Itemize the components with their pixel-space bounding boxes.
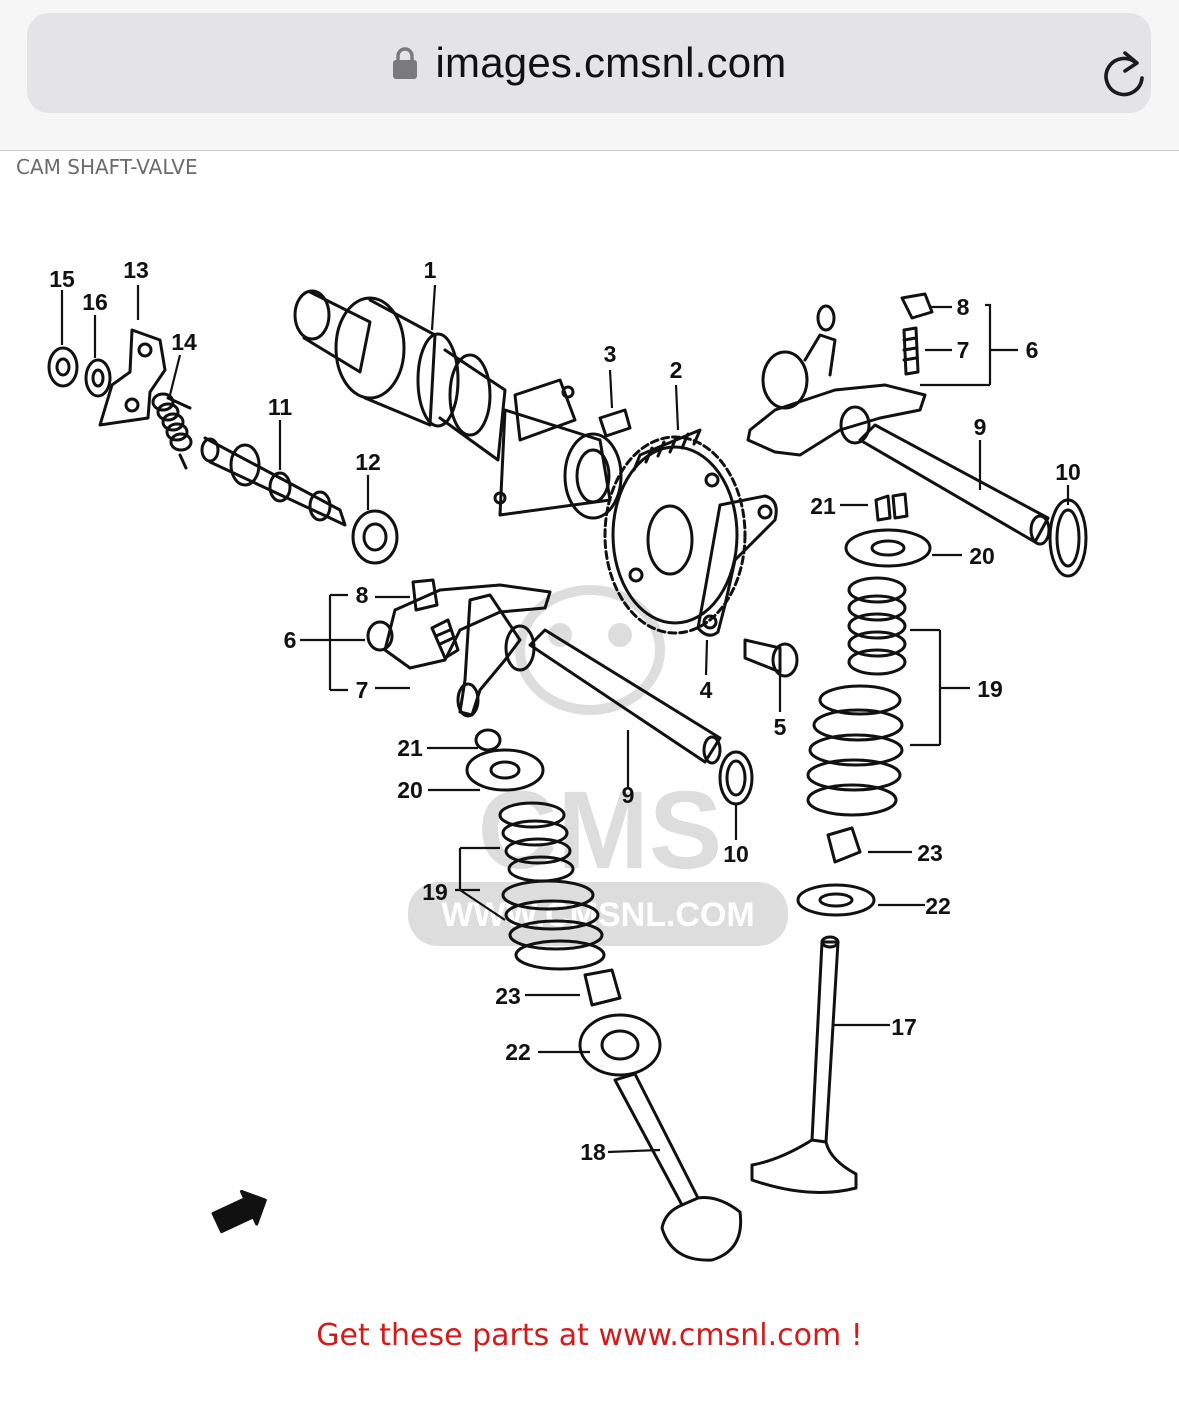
cotters-upper	[874, 492, 909, 522]
spring-seat-lower	[578, 1013, 662, 1077]
callout-10: 10	[1055, 459, 1081, 485]
valve-stem-seal-upper	[826, 826, 862, 864]
callout-5: 5	[774, 714, 787, 740]
callout-17: 17	[891, 1014, 917, 1040]
page-title: CAM SHAFT-VALVE	[16, 155, 198, 179]
tappet-adjust-nut-upper	[900, 292, 934, 320]
callout-7-lower: 7	[356, 677, 369, 703]
callout-7: 7	[957, 337, 970, 363]
rocker-shaft-o-ring-upper	[1048, 498, 1088, 578]
cotters-lower	[474, 728, 502, 752]
decomp-spring	[151, 392, 193, 470]
lever-washer	[84, 358, 112, 398]
callout-22-upper: 22	[925, 893, 951, 919]
callout-15: 15	[49, 266, 75, 292]
lock-icon	[392, 47, 417, 79]
rocker-shaft-o-ring-lower	[718, 750, 754, 806]
lever-nut	[47, 346, 79, 388]
valve-stem-seal-lower	[583, 968, 622, 1007]
spring-seat-upper	[796, 883, 876, 917]
callout-22-lower: 22	[505, 1039, 531, 1065]
callout-23-lower: 23	[495, 983, 521, 1009]
callout-20-upper: 20	[969, 543, 995, 569]
decomp-shaft	[200, 436, 347, 527]
exhaust-valve	[750, 935, 858, 1194]
gear-retainer-plate	[696, 494, 778, 637]
rocker-shaft-upper	[858, 423, 1051, 546]
reload-icon[interactable]	[1099, 47, 1149, 101]
callout-8: 8	[957, 294, 970, 320]
tappet-screw-lower	[430, 618, 460, 660]
browser-chrome: images.cmsnl.com	[0, 0, 1179, 151]
footer-suffix: !	[841, 1318, 863, 1353]
valve-springs-lower	[498, 801, 606, 971]
callout-6-lower: 6	[284, 627, 297, 653]
knock-pin	[598, 408, 632, 438]
callout-labels: 1 2 3 4 5 6 7 8 9 10 11 12 13 14 15 16 1…	[49, 257, 1081, 1165]
callout-10-lower: 10	[723, 841, 749, 867]
tappet-screw-upper	[902, 326, 920, 376]
front-arrow-icon	[211, 1189, 267, 1234]
rocker-shaft-lower	[528, 628, 722, 765]
callout-14: 14	[171, 329, 197, 355]
callout-19-lower: 19	[422, 879, 448, 905]
rocker-arm-upper	[746, 304, 927, 457]
callout-19-upper: 19	[977, 676, 1003, 702]
footer-promo: Get these parts at www.cmsnl.com !	[0, 1318, 1179, 1353]
shaft-oil-seal	[351, 509, 399, 565]
url-text: images.cmsnl.com	[435, 39, 787, 86]
url-display[interactable]: images.cmsnl.com	[27, 13, 1151, 113]
callout-4: 4	[700, 677, 713, 703]
callout-16: 16	[82, 289, 108, 315]
spring-retainer-lower	[465, 748, 545, 792]
valve-springs-upper	[806, 576, 907, 817]
callout-21-upper: 21	[810, 493, 836, 519]
gear-bolt	[743, 638, 799, 678]
callout-8-lower: 8	[356, 582, 369, 608]
tappet-adjust-nut-lower	[411, 578, 439, 612]
callout-21-lower: 21	[397, 735, 423, 761]
callout-12: 12	[355, 449, 381, 475]
callout-13: 13	[123, 257, 149, 283]
callout-9: 9	[974, 414, 987, 440]
callout-23-upper: 23	[917, 840, 943, 866]
callout-11: 11	[268, 394, 293, 420]
footer-prefix: Get these parts at	[316, 1318, 599, 1353]
callout-3: 3	[604, 341, 617, 367]
intake-valve	[613, 1072, 743, 1262]
callout-6: 6	[1026, 337, 1039, 363]
callout-2: 2	[670, 357, 683, 383]
callout-20-lower: 20	[397, 777, 423, 803]
camshaft	[293, 289, 623, 520]
cam-gear	[603, 428, 747, 635]
spring-retainer-upper	[844, 528, 932, 568]
decomp-lever	[98, 328, 167, 427]
callout-9-lower: 9	[622, 782, 635, 808]
footer-link[interactable]: www.cmsnl.com	[598, 1318, 842, 1353]
callout-18: 18	[580, 1139, 606, 1165]
watermark-logo: CMS	[478, 769, 722, 892]
callout-1: 1	[424, 257, 437, 283]
address-bar[interactable]: images.cmsnl.com	[27, 13, 1151, 113]
parts-diagram: CMS WWW.CMSNL.COM	[47, 257, 1088, 1262]
